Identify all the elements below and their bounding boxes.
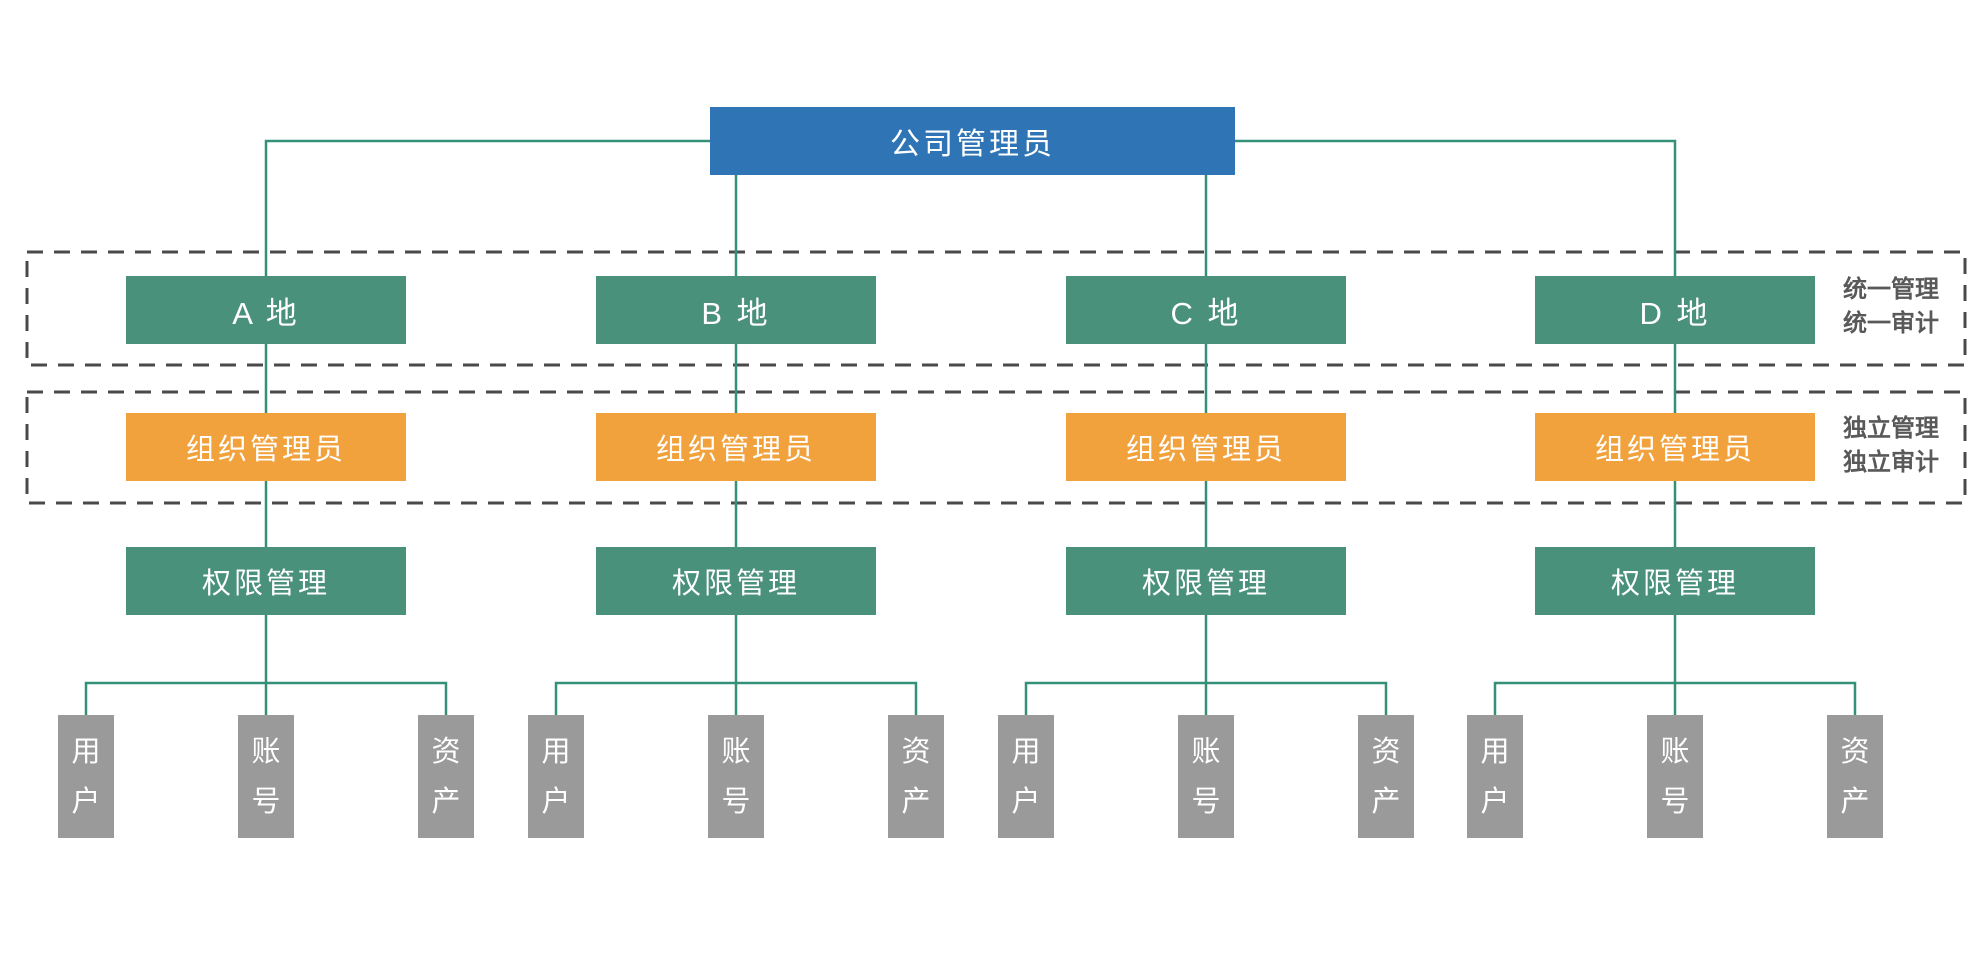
leaf-accounts-a: 账号 — [238, 715, 294, 838]
permission-mgmt-a-node: 权限管理 — [126, 547, 406, 615]
leaf-label: 账号 — [1660, 735, 1690, 818]
region-label-line: 统一管理 — [1843, 276, 1939, 303]
leaf-label: 用户 — [541, 735, 571, 818]
leaf-users-a: 用户 — [58, 715, 114, 838]
leaf-label: 资产 — [1371, 735, 1401, 818]
leaf-label: 用户 — [1480, 735, 1510, 818]
permission-mgmt-c-node: 权限管理 — [1066, 547, 1346, 615]
leaf-assets-c: 资产 — [1358, 715, 1414, 838]
org-admin-c-node: 组织管理员 — [1066, 413, 1346, 481]
site-c-node: C 地 — [1066, 276, 1346, 344]
independent-management-region-label: 独立管理 独立审计 — [1843, 412, 1968, 480]
site-a-node: A 地 — [126, 276, 406, 344]
org-admin-b-node: 组织管理员 — [596, 413, 876, 481]
leaf-accounts-c: 账号 — [1178, 715, 1234, 838]
leaf-assets-d: 资产 — [1827, 715, 1883, 838]
region-label-line: 统一审计 — [1843, 310, 1939, 337]
leaf-accounts-d: 账号 — [1647, 715, 1703, 838]
org-admin-a-node: 组织管理员 — [126, 413, 406, 481]
connector-column-b — [554, 175, 918, 715]
leaf-users-b: 用户 — [528, 715, 584, 838]
leaf-label: 用户 — [1011, 735, 1041, 818]
leaf-assets-b: 资产 — [888, 715, 944, 838]
leaf-label: 账号 — [1191, 735, 1221, 818]
connector-column-c — [1024, 175, 1388, 715]
leaf-label: 资产 — [901, 735, 931, 818]
org-admin-d-node: 组织管理员 — [1535, 413, 1815, 481]
site-b-node: B 地 — [596, 276, 876, 344]
leaf-label: 账号 — [251, 735, 281, 818]
leaf-label: 资产 — [431, 735, 461, 818]
leaf-users-c: 用户 — [998, 715, 1054, 838]
unified-management-region-label: 统一管理 统一审计 — [1843, 273, 1968, 341]
region-label-line: 独立管理 — [1843, 415, 1939, 442]
connector-column-d — [1235, 139, 1857, 715]
company-admin-node: 公司管理员 — [710, 107, 1235, 175]
permission-mgmt-d-node: 权限管理 — [1535, 547, 1815, 615]
region-label-line: 独立审计 — [1843, 449, 1939, 476]
connector-column-a — [84, 139, 710, 715]
leaf-label: 账号 — [721, 735, 751, 818]
leaf-users-d: 用户 — [1467, 715, 1523, 838]
leaf-label: 资产 — [1840, 735, 1870, 818]
site-d-node: D 地 — [1535, 276, 1815, 344]
leaf-accounts-b: 账号 — [708, 715, 764, 838]
leaf-assets-a: 资产 — [418, 715, 474, 838]
leaf-label: 用户 — [71, 735, 101, 818]
permission-mgmt-b-node: 权限管理 — [596, 547, 876, 615]
